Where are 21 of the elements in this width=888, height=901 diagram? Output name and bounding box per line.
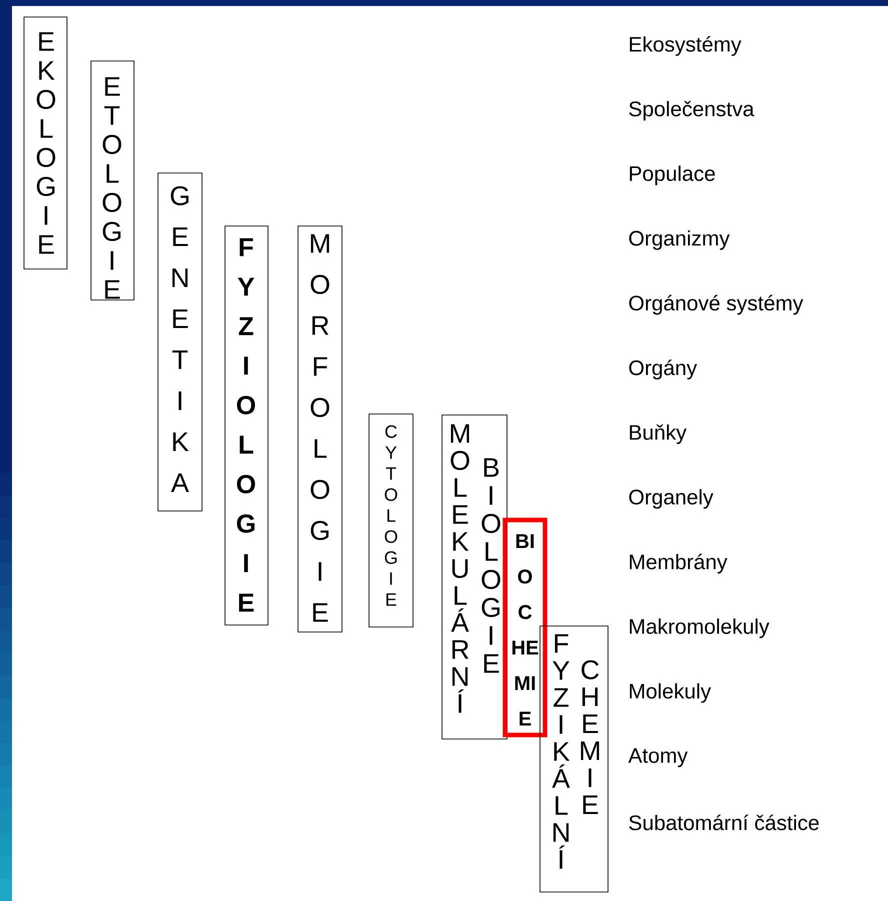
- subject-box: CYTOLOGIE: [368, 414, 414, 628]
- highlight-box: BI O C HE MI E: [502, 518, 548, 738]
- level-label: Buňky: [630, 424, 687, 444]
- level-label: Membrány: [630, 554, 728, 574]
- level-label: Molekuly: [630, 683, 712, 703]
- subject-box: EKOLOGIE: [24, 16, 68, 270]
- level-label: Ekosystémy: [630, 36, 742, 56]
- level-label: Organely: [629, 489, 714, 509]
- level-label: Makromolekuly: [630, 618, 770, 638]
- subject-box: GENETIKA: [158, 172, 202, 512]
- level-label: Orgány: [629, 360, 698, 380]
- level-label: Společenstva: [629, 100, 754, 121]
- level-label: Populace: [630, 166, 715, 186]
- subject-box: FYZIKÁLNÍ CHEMIE: [540, 626, 608, 892]
- level-label: Atomy: [628, 748, 688, 768]
- subject-box: FYZIOLOGIE: [224, 226, 268, 626]
- level-label: Subatomární částice: [629, 814, 819, 830]
- subject-box: ETOLOGIE: [90, 60, 134, 300]
- subject-box: MORFOLOGIE: [298, 226, 342, 632]
- level-label: Orgánové systémy: [629, 294, 804, 315]
- level-label: Organizmy: [629, 230, 730, 250]
